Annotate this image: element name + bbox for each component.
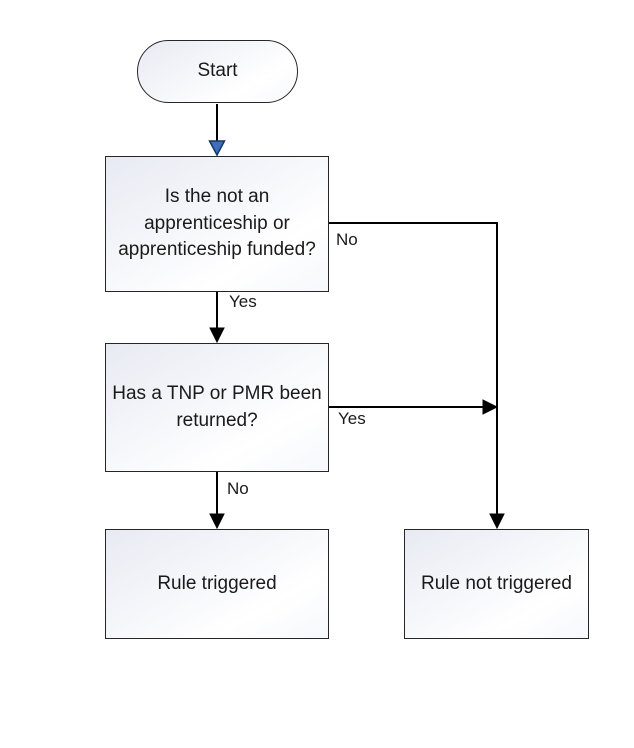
arrowhead-blue-down-icon (208, 140, 226, 157)
edge-label-decision2-no: No (227, 479, 249, 498)
rule-not-triggered-node: Rule not triggered (404, 529, 589, 639)
arrowhead-right-icon (482, 399, 499, 415)
arrowhead-down-icon (209, 327, 225, 344)
arrowhead-down-icon (489, 513, 505, 530)
edge-label-decision1-yes: Yes (229, 292, 257, 311)
decision-apprenticeship-node: Is the not an apprenticeship or apprenti… (105, 156, 329, 292)
rule-triggered-node: Rule triggered (105, 529, 329, 639)
start-node: Start (137, 40, 298, 103)
decision-tnp-pmr-node: Has a TNP or PMR been returned? (105, 343, 329, 472)
edge-label-decision1-no: No (336, 230, 358, 249)
connector-decision1-no-to-rule-not-triggered (329, 222, 498, 514)
arrowhead-down-icon (209, 513, 225, 530)
edge-label-decision2-yes: Yes (338, 409, 366, 428)
